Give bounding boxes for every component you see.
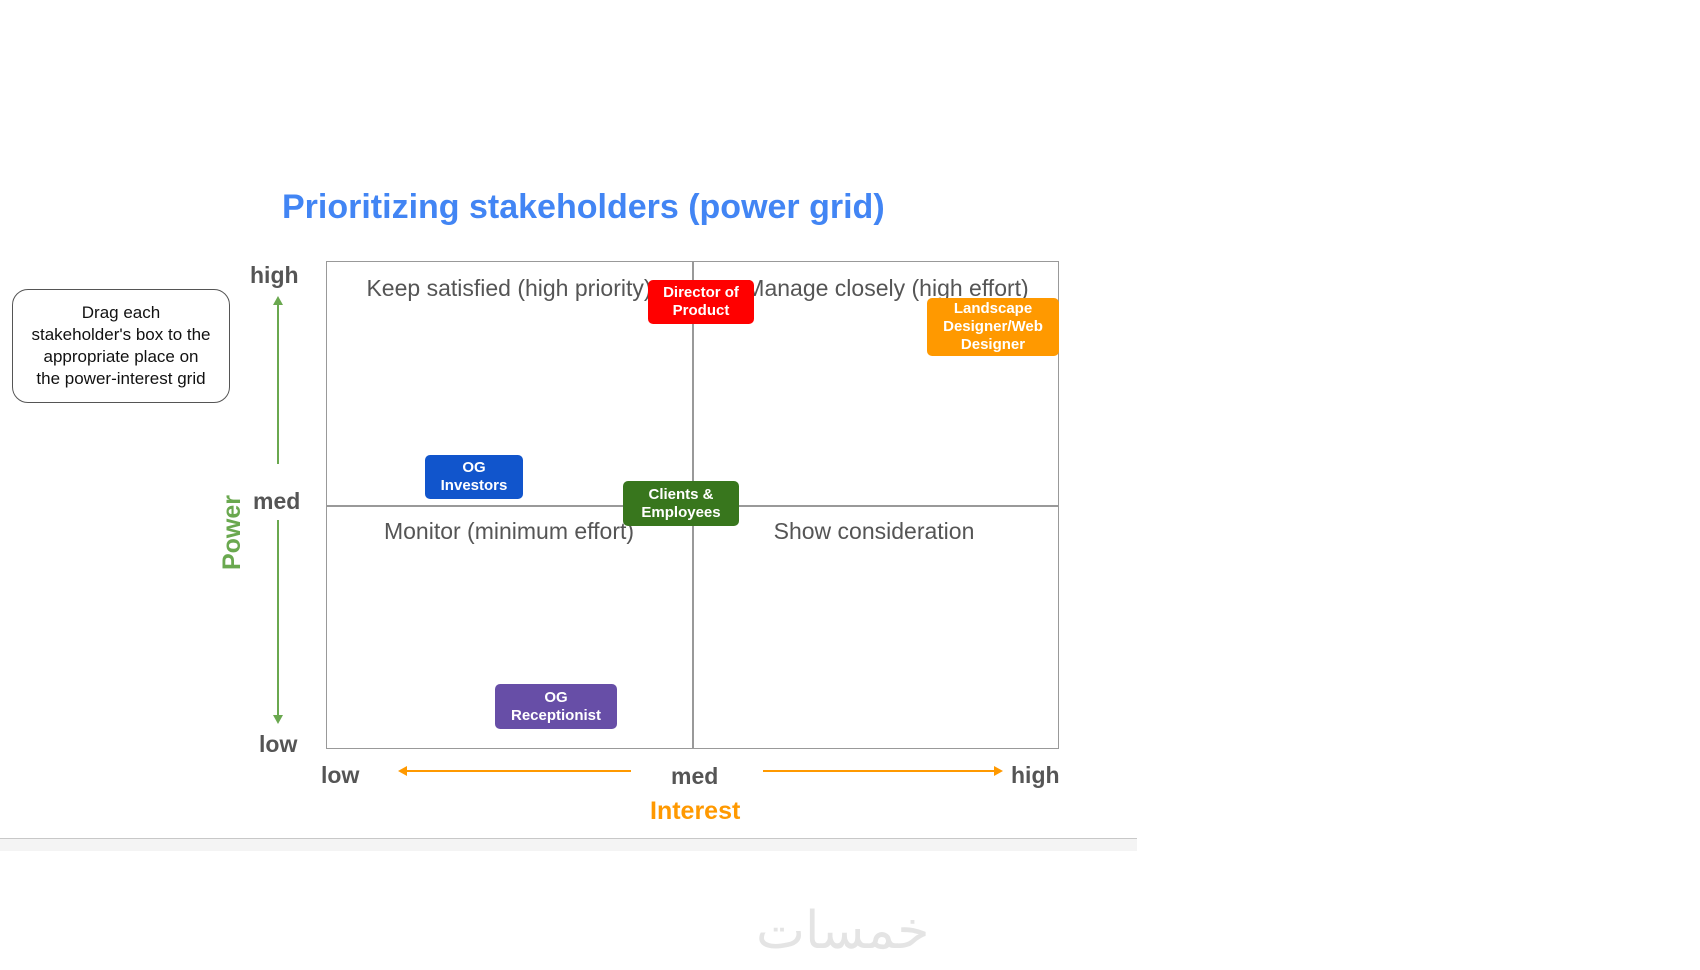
stakeholder-card-landscape-designer[interactable]: Landscape Designer/Web Designer <box>927 298 1059 356</box>
instruction-box: Drag each stakeholder's box to the appro… <box>12 289 230 403</box>
stakeholder-label: Director of Product <box>663 284 739 319</box>
stakeholder-label: Landscape Designer/Web Designer <box>943 300 1043 353</box>
stakeholder-card-clients-employees[interactable]: Clients & Employees <box>623 481 739 526</box>
page-title: Prioritizing stakeholders (power grid) <box>282 188 885 226</box>
interest-low-label: low <box>321 762 360 788</box>
power-high-label: high <box>250 262 299 288</box>
power-axis-title: Power <box>218 494 247 571</box>
power-low-label: low <box>259 731 298 757</box>
quadrant-monitor: Monitor (minimum effort) <box>383 518 635 544</box>
power-med-label: med <box>253 488 301 514</box>
stakeholder-label: Clients & Employees <box>641 485 721 521</box>
interest-axis-arrow <box>398 766 1003 776</box>
stakeholder-label: OG Investors <box>440 459 508 494</box>
interest-high-label: high <box>1011 762 1060 788</box>
quadrant-keep-satisfied: Keep satisfied (high priority) <box>366 275 652 301</box>
stakeholder-card-og-investors[interactable]: OG Investors <box>425 455 523 499</box>
stakeholder-card-og-receptionist[interactable]: OG Receptionist <box>495 684 617 729</box>
quadrant-manage-closely: Manage closely (high effort) <box>745 275 1029 301</box>
power-interest-grid[interactable]: Keep satisfied (high priority) Manage cl… <box>326 261 1059 749</box>
stakeholder-card-director-of-product[interactable]: Director of Product <box>648 280 754 324</box>
power-axis-arrow <box>273 296 283 724</box>
interest-axis-title: Interest <box>650 797 741 825</box>
quadrant-show-consideration: Show consideration <box>773 518 975 544</box>
stakeholder-label: OG Receptionist <box>510 688 601 724</box>
slide-bottom-divider <box>0 838 1137 851</box>
watermark-logo: خمسات <box>756 901 930 961</box>
interest-med-label: med <box>671 763 719 789</box>
